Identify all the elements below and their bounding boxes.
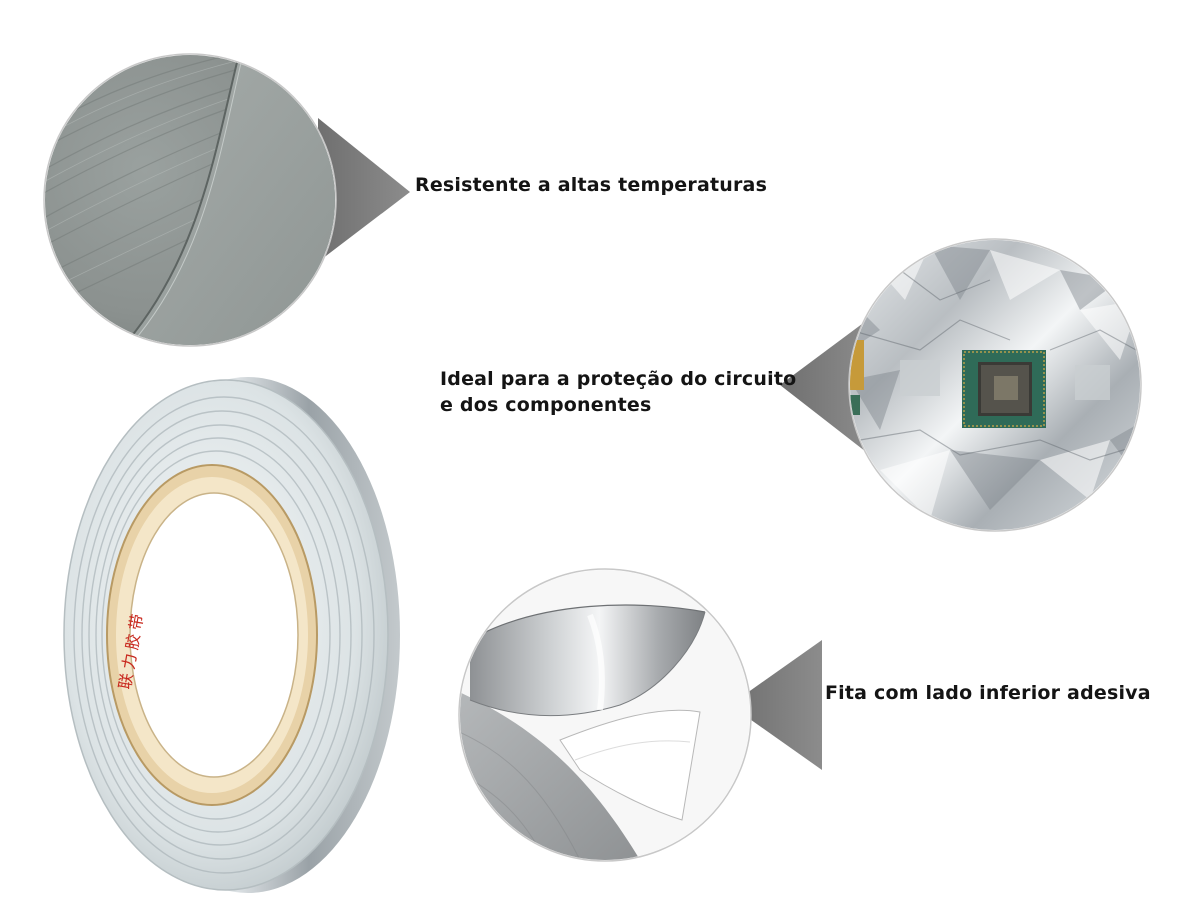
caption-circuit-protection-line-1: Ideal para a proteção do circuito [440, 368, 797, 390]
callout-pointer-1 [318, 118, 410, 262]
callout-pointer-3 [730, 640, 822, 770]
zoom-circle-adhesive-side [458, 568, 822, 862]
caption-circuit-protection: Ideal para a proteção do circuito e dos … [440, 366, 796, 418]
caption-heat-resistance: Resistente a altas temperaturas [415, 174, 768, 196]
zoom-circle-heat-resistance [43, 53, 410, 347]
caption-adhesive-side: Fita com lado inferior adesiva [825, 682, 1151, 704]
zoom-circle-circuit-protection [780, 238, 1142, 532]
caption-circuit-protection-line-2: e dos componentes [440, 394, 652, 416]
aluminium-tape-roll: 联力胶带 [63, 377, 400, 893]
callout-pointer-2 [780, 318, 870, 455]
